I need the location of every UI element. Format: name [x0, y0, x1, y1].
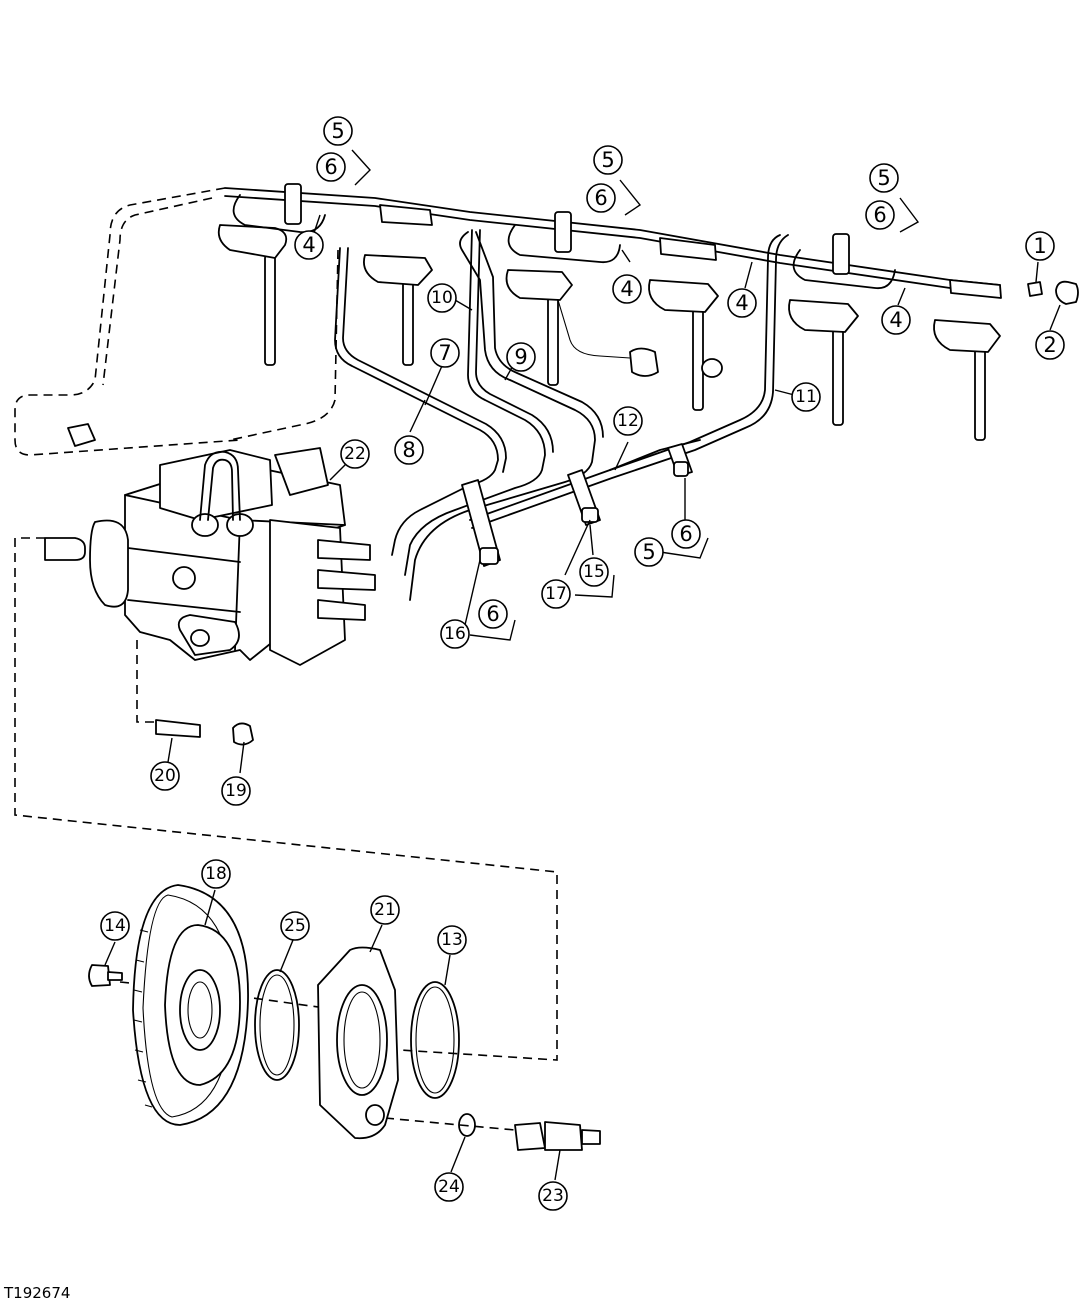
svg-text:8: 8 — [402, 438, 415, 462]
svg-text:6: 6 — [324, 155, 337, 179]
adapter-parts — [254, 946, 601, 1151]
callout-8: 8 — [394, 435, 424, 465]
svg-text:18: 18 — [205, 864, 227, 884]
svg-text:2: 2 — [1043, 333, 1056, 357]
callout-5: 5 — [634, 537, 664, 567]
svg-text:9: 9 — [514, 345, 527, 369]
callout-15: 15 — [579, 557, 609, 587]
svg-text:6: 6 — [486, 602, 499, 626]
callout-4: 4 — [881, 305, 911, 335]
svg-text:15: 15 — [583, 562, 605, 582]
callout-6: 6 — [478, 599, 508, 629]
svg-text:11: 11 — [795, 387, 817, 407]
drive-gear — [88, 884, 249, 1126]
callout-4: 4 — [612, 274, 642, 304]
svg-text:10: 10 — [431, 288, 453, 308]
callout-25: 25 — [280, 911, 310, 941]
callout-16: 16 — [440, 619, 470, 649]
svg-text:1: 1 — [1033, 234, 1046, 258]
svg-text:13: 13 — [441, 930, 463, 950]
svg-text:6: 6 — [873, 203, 886, 227]
callout-6: 6 — [586, 183, 616, 213]
callout-10: 10 — [427, 283, 457, 313]
svg-text:16: 16 — [444, 624, 466, 644]
callout-19: 19 — [221, 776, 251, 806]
injection-pump — [44, 447, 376, 746]
svg-text:14: 14 — [104, 916, 126, 936]
svg-text:4: 4 — [735, 291, 748, 315]
callout-21: 21 — [370, 895, 400, 925]
figure-id: T192674 — [3, 1284, 70, 1302]
svg-text:25: 25 — [284, 916, 306, 936]
svg-text:24: 24 — [438, 1177, 460, 1197]
svg-text:5: 5 — [601, 148, 614, 172]
svg-text:4: 4 — [302, 233, 315, 257]
leader-lines — [104, 149, 1061, 1181]
callout-23: 23 — [538, 1181, 568, 1211]
svg-text:5: 5 — [642, 540, 655, 564]
injectors — [217, 183, 1079, 441]
callout-5: 5 — [593, 145, 623, 175]
callout-6: 6 — [865, 200, 895, 230]
callout-4: 4 — [727, 288, 757, 318]
svg-text:5: 5 — [331, 119, 344, 143]
callout-4: 4 — [294, 230, 324, 260]
callout-11: 11 — [791, 382, 821, 412]
callout-24: 24 — [434, 1172, 464, 1202]
callout-1: 1 — [1025, 231, 1055, 261]
callout-14: 14 — [100, 911, 130, 941]
svg-text:6: 6 — [679, 522, 692, 546]
svg-text:22: 22 — [344, 444, 366, 464]
svg-text:19: 19 — [225, 781, 247, 801]
fuel-lines — [14, 187, 1001, 601]
svg-text:21: 21 — [374, 900, 396, 920]
svg-text:4: 4 — [620, 277, 633, 301]
svg-text:5: 5 — [877, 166, 890, 190]
svg-text:6: 6 — [594, 186, 607, 210]
callout-22: 22 — [340, 439, 370, 469]
svg-text:7: 7 — [438, 341, 451, 365]
svg-text:20: 20 — [154, 766, 176, 786]
tube-clamps — [67, 423, 693, 567]
callout-5: 5 — [323, 116, 353, 146]
callout-6: 6 — [316, 152, 346, 182]
callout-18: 18 — [201, 859, 231, 889]
callout-7: 7 — [430, 338, 460, 368]
callout-20: 20 — [150, 761, 180, 791]
svg-text:12: 12 — [617, 411, 639, 431]
callout-13: 13 — [437, 925, 467, 955]
svg-text:4: 4 — [889, 308, 902, 332]
callout-17: 17 — [541, 579, 571, 609]
svg-text:17: 17 — [545, 584, 567, 604]
callouts: 5 6 4 5 6 4 5 6 4 4 1 2 10 7 9 8 11 12 2… — [100, 116, 1065, 1211]
callout-6: 6 — [671, 519, 701, 549]
callout-12: 12 — [613, 406, 643, 436]
callout-2: 2 — [1035, 330, 1065, 360]
callout-5: 5 — [869, 163, 899, 193]
svg-text:23: 23 — [542, 1186, 564, 1206]
callout-9: 9 — [506, 342, 536, 372]
